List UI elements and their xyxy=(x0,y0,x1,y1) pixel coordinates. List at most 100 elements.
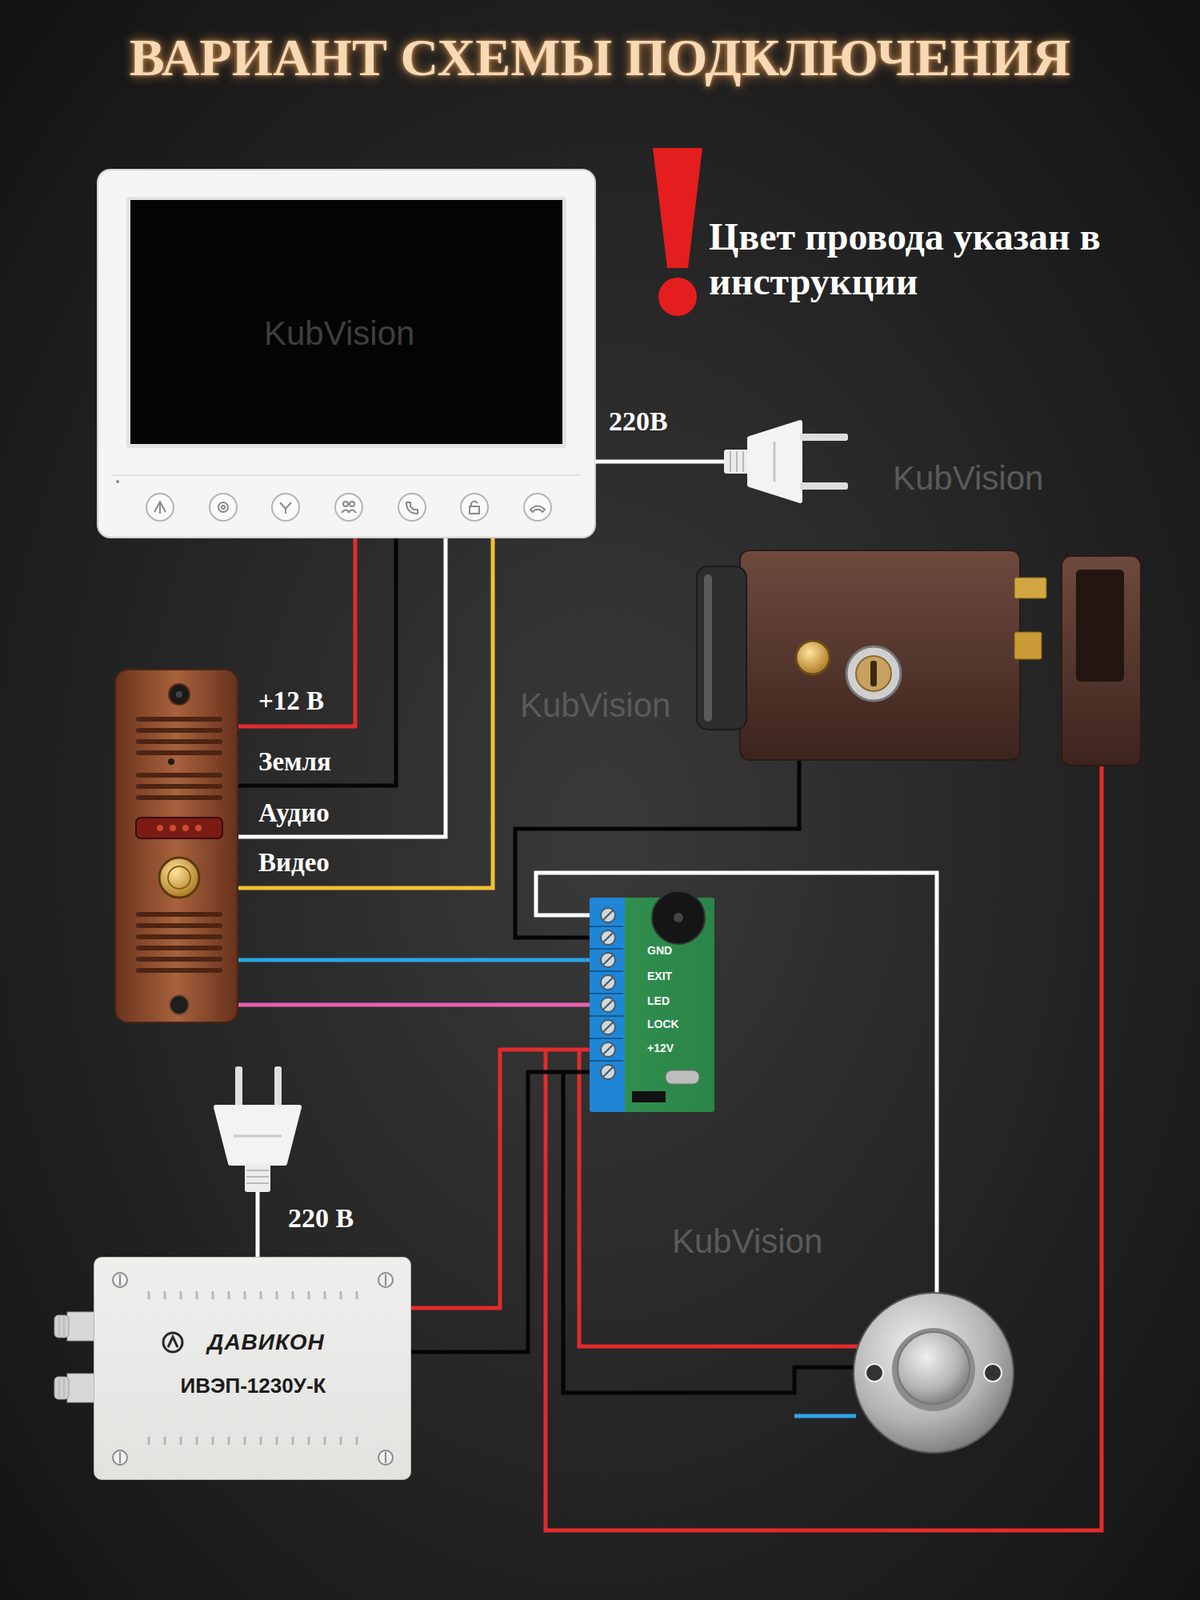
vent-slot xyxy=(180,1291,183,1300)
wire-label: Аудио xyxy=(258,798,330,829)
wires xyxy=(237,1003,590,1008)
exit-button xyxy=(984,1364,1002,1382)
brand-logo xyxy=(168,1336,178,1348)
button-icon xyxy=(406,502,418,514)
terminal-screw xyxy=(589,970,624,972)
terminal-screw xyxy=(589,948,624,950)
button-icon xyxy=(471,501,478,508)
cable-gland xyxy=(67,1373,96,1403)
node-text: ИВЭП-1230У-К xyxy=(180,1373,327,1399)
vent-slot xyxy=(260,1436,263,1445)
terminal-screw xyxy=(589,1060,624,1062)
monitor-button xyxy=(146,493,552,521)
terminal-screw xyxy=(603,1022,613,1032)
power-wire xyxy=(411,1049,590,1308)
power-plug xyxy=(246,1182,269,1184)
watermark: KubVision xyxy=(520,686,671,725)
wire-label: Земля xyxy=(258,747,332,778)
cable-gland xyxy=(54,1315,69,1338)
terminal-screw xyxy=(603,932,613,943)
cable-gland xyxy=(67,1312,96,1341)
buzzer xyxy=(652,891,705,944)
call-panel xyxy=(168,684,190,705)
vent-slot xyxy=(292,1436,295,1445)
speaker-slot xyxy=(136,912,223,917)
monitor xyxy=(130,200,563,444)
speaker-slot xyxy=(136,716,223,722)
terminal-screw xyxy=(589,1015,624,1017)
monitor-button xyxy=(146,493,174,521)
vent-slot xyxy=(356,1436,359,1445)
terminal-screw xyxy=(589,992,624,995)
button-icon xyxy=(218,502,228,512)
speaker-slot xyxy=(136,923,223,928)
monitor-button xyxy=(272,493,300,521)
vent-slot xyxy=(244,1436,247,1445)
speaker-slot xyxy=(136,739,223,744)
diagram-title: ВАРИАНТ СХЕМЫ ПОДКЛЮЧЕНИЯ xyxy=(0,27,1200,88)
electric-lock xyxy=(1014,577,1047,599)
button-icon xyxy=(221,505,225,509)
terminal-screw xyxy=(600,952,616,968)
vent-slot xyxy=(308,1436,311,1445)
monitor xyxy=(126,196,567,448)
electric-lock xyxy=(870,660,877,687)
terminal-screw xyxy=(603,910,613,920)
terminal-screw xyxy=(600,1042,616,1057)
call-panel xyxy=(168,758,175,765)
node-text: GND xyxy=(647,944,672,957)
terminal-screw xyxy=(600,997,616,1012)
speaker-slot xyxy=(136,784,223,789)
terminal-screw xyxy=(603,955,613,965)
button-icon xyxy=(154,501,545,515)
terminal-screw xyxy=(600,1020,616,1035)
vent-slot xyxy=(164,1436,167,1445)
power-plug xyxy=(246,1176,269,1178)
call-panel xyxy=(176,691,183,698)
cable-gland xyxy=(59,1316,60,1336)
call-panel xyxy=(182,824,189,832)
exit-button xyxy=(865,1364,884,1382)
call-panel xyxy=(136,817,223,839)
vent-slot xyxy=(212,1291,215,1300)
monitor xyxy=(112,474,581,476)
terminal-screw xyxy=(603,910,613,1077)
psu-screw-slot xyxy=(384,1274,387,1286)
electric-lock xyxy=(696,566,747,730)
vent-slot xyxy=(148,1436,151,1445)
psu-screw xyxy=(112,1272,128,1288)
monitor xyxy=(116,480,120,484)
power-plug xyxy=(595,460,725,464)
electric-lock xyxy=(704,574,712,722)
speaker-slot xyxy=(136,795,223,800)
button-icon xyxy=(280,502,292,514)
cable-gland xyxy=(64,1378,65,1398)
wire-label: +12 В xyxy=(258,686,324,717)
power-plug xyxy=(256,1192,260,1257)
warning-mark xyxy=(652,148,703,316)
power-plug xyxy=(800,482,848,490)
monitor xyxy=(97,169,596,538)
monitor-wires xyxy=(237,537,493,888)
terminal-screw xyxy=(589,925,624,928)
call-panel xyxy=(115,669,238,1023)
node-text: ДАВИКОН xyxy=(207,1329,325,1356)
power-plug xyxy=(246,1169,269,1172)
terminal-screw xyxy=(603,1044,613,1055)
power-plug xyxy=(235,1066,243,1111)
psu-screw xyxy=(112,1450,128,1465)
warning-mark xyxy=(652,148,703,268)
cable-gland xyxy=(64,1316,65,1336)
monitor xyxy=(97,169,596,538)
voltage-label: 220В xyxy=(608,405,668,437)
wires xyxy=(237,958,590,963)
jumper xyxy=(632,1091,666,1103)
buzzer xyxy=(673,912,684,923)
speaker-slot xyxy=(136,956,223,962)
terminal-screw xyxy=(603,1067,613,1077)
power-plug xyxy=(724,449,750,474)
electric-lock xyxy=(1061,556,1141,766)
vent-slot xyxy=(292,1291,295,1300)
vent-slot xyxy=(228,1291,231,1300)
